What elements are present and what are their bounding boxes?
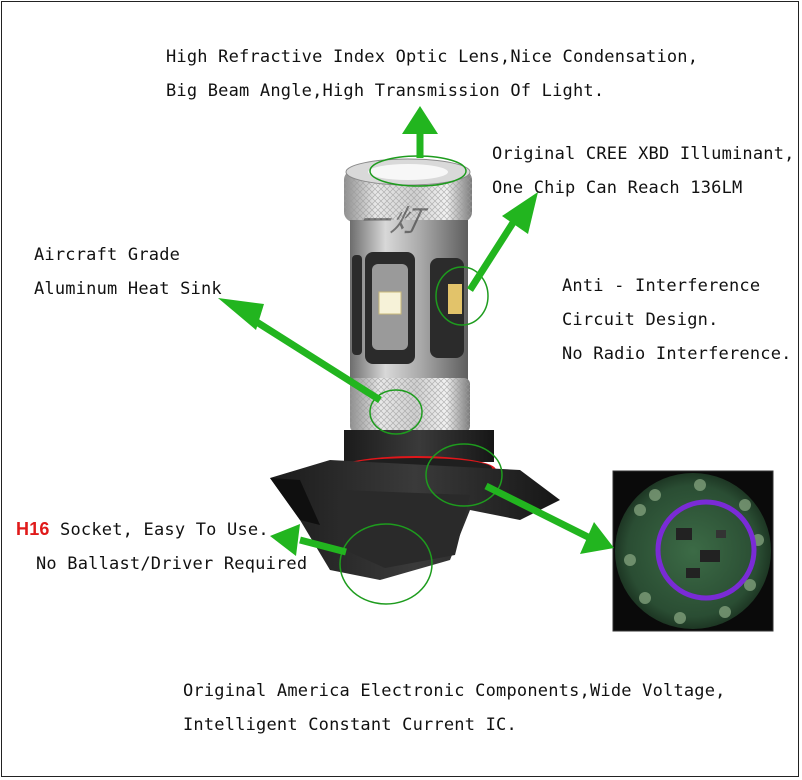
socket-label-line1: H16 Socket, Easy To Use. [16,512,307,547]
anti-label-line1: Anti - Interference [562,276,761,296]
socket-label-line1-rest: Socket, Easy To Use. [49,520,269,540]
anti-interference-label: Anti - Interference Circuit Design. No R… [562,269,792,371]
lens-arrow [402,106,438,158]
cree-label-line1: Original CREE XBD Illuminant, [492,144,795,164]
bulb-illustration [270,158,560,580]
socket-label-line2: No Ballast/Driver Required [36,554,308,574]
ic-label: Original America Electronic Components,W… [183,674,726,742]
anti-label-line3: No Radio Interference. [562,344,792,364]
ic-label-line2: Intelligent Constant Current IC. [183,715,517,735]
ic-label-line1: Original America Electronic Components,W… [183,681,726,701]
watermark-logo: 一灯 [355,204,427,239]
pcb-inset-photo [612,470,774,632]
chip-highlight-circle [435,266,489,326]
ic-highlight-circle [425,443,503,507]
cree-label-line2: One Chip Can Reach 136LM [492,178,743,198]
socket-highlight-circle [339,523,433,605]
heatsink-highlight-circle [369,389,423,435]
heatsink-label-line2: Aluminum Heat Sink [34,279,222,299]
lens-label-line1: High Refractive Index Optic Lens,Nice Co… [166,47,699,67]
heatsink-arrow [218,298,382,403]
lens-label-line2: Big Beam Angle,High Transmission Of Ligh… [166,81,605,101]
ic-arrow [484,482,614,554]
cree-label: Original CREE XBD Illuminant, One Chip C… [492,137,795,205]
chip-arrow [467,192,538,292]
lens-label: High Refractive Index Optic Lens,Nice Co… [166,40,698,108]
socket-type: H16 [16,519,50,539]
anti-label-line2: Circuit Design. [562,310,719,330]
socket-label: H16 Socket, Easy To Use. No Ballast/Driv… [16,512,307,581]
socket-arrow [270,524,347,556]
heatsink-label: Aircraft Grade Aluminum Heat Sink [34,238,222,306]
heatsink-label-line1: Aircraft Grade [34,245,181,265]
